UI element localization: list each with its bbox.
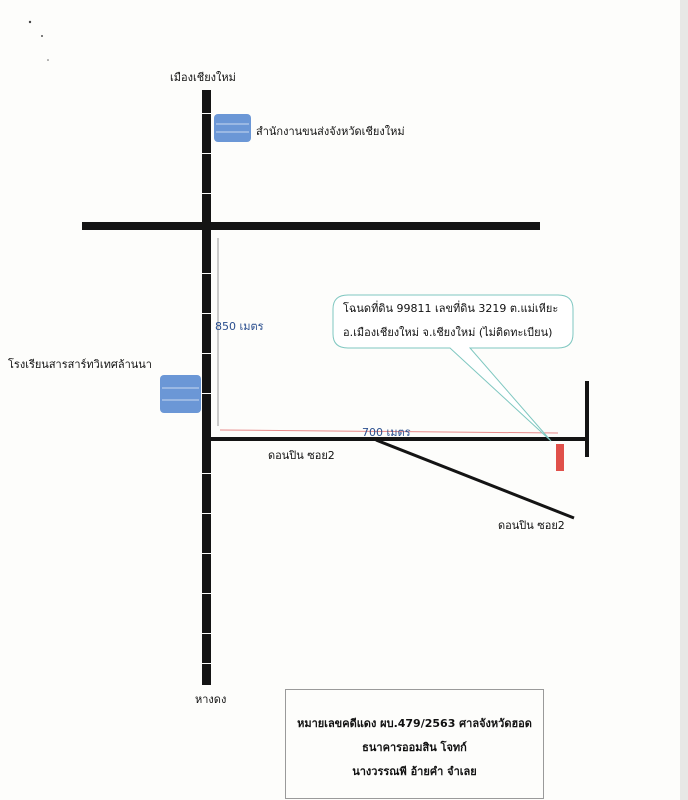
plaintiff-text: ธนาคารออมสิน โจทก์ bbox=[362, 741, 467, 754]
property-location-text: อ.เมืองเชียงใหม่ จ.เชียงใหม่ (ไม่ติดทะเบ… bbox=[343, 326, 553, 339]
transport-office-label: สำนักงานขนส่งจังหวัดเชียงใหม่ bbox=[256, 125, 405, 138]
soi-end-road bbox=[585, 381, 589, 457]
road-tick-marks bbox=[202, 113, 211, 664]
case-info-box: หมายเลขคดีแดง ผบ.479/2563 ศาลจังหวัดฮอด … bbox=[285, 689, 544, 799]
south-direction-label: หางดง bbox=[195, 693, 227, 706]
soi-road-label: ดอนปิน ซอย2 bbox=[268, 449, 335, 462]
scan-speck bbox=[41, 35, 43, 37]
branch-road-label: ดอนปิน ซอย2 bbox=[498, 519, 565, 532]
property-callout-bubble bbox=[332, 294, 574, 442]
landmark-school bbox=[160, 375, 201, 413]
north-direction-label: เมืองเชียงใหม่ bbox=[170, 71, 236, 84]
branch-road bbox=[375, 438, 575, 520]
case-number-text: หมายเลขคดีแดง ผบ.479/2563 ศาลจังหวัดฮอด bbox=[297, 717, 532, 730]
school-label: โรงเรียนสารสาร์ทวิเทศล้านนา bbox=[8, 358, 152, 371]
landmark-transport-office bbox=[214, 114, 251, 142]
property-marker bbox=[556, 444, 564, 471]
soi-road bbox=[207, 437, 587, 441]
scan-speck bbox=[47, 59, 49, 61]
main-road-east-west bbox=[82, 222, 540, 230]
distance-east-west-label: 700 เมตร bbox=[362, 426, 411, 439]
page-edge bbox=[680, 0, 688, 800]
distance-line-east-west bbox=[219, 429, 559, 434]
scan-speck bbox=[28, 20, 32, 24]
main-road-north-south bbox=[202, 90, 211, 685]
property-title-deed-text: โฉนดที่ดิน 99811 เลขที่ดิน 3219 ต.แม่เหี… bbox=[343, 302, 559, 315]
defendant-text: นางวรรณพี อ้ายคำ จำเลย bbox=[352, 765, 477, 778]
distance-north-south-label: 850 เมตร bbox=[215, 320, 264, 333]
